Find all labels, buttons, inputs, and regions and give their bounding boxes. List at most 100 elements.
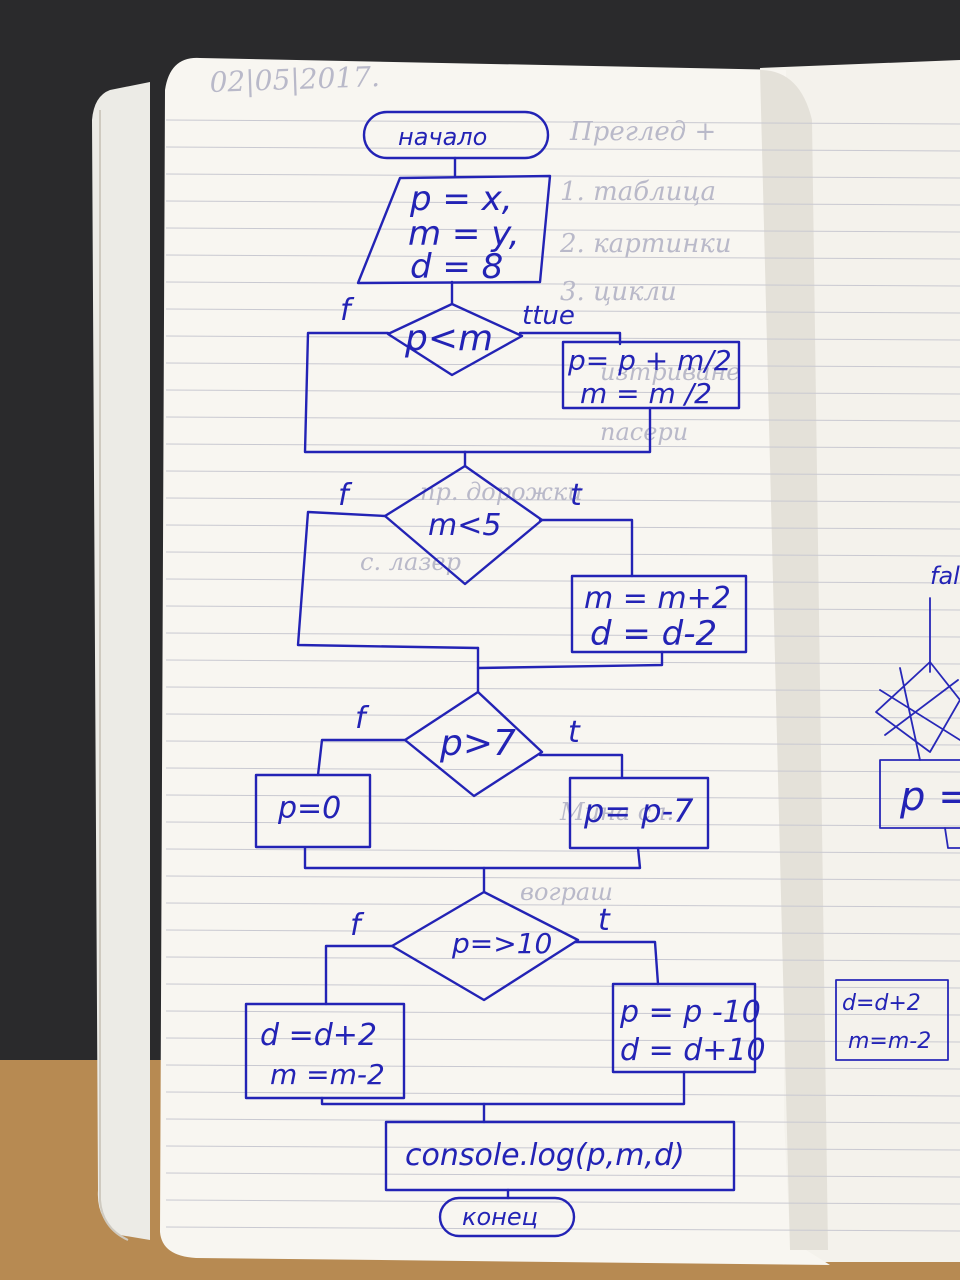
svg-text:пасери: пасери [600,418,688,446]
decision4-true-action-line-1: p = p -10 [619,995,761,1030]
fragment-action-line-1: d=d+2 [842,991,921,1016]
fragment-action-line-2: m=m-2 [848,1029,931,1054]
decision1-condition: p<m [404,318,493,359]
fragment-box-text: p = [899,774,960,820]
svg-text:изтриване: изтриване [600,358,740,386]
decision3-diamond [403,690,544,798]
ruled-line [165,1010,960,1016]
svg-text:3. цикли: 3. цикли [560,277,677,307]
decision2-action-line-1: m = m+2 [584,581,731,616]
ruled-line [165,524,960,530]
decision3-false-action: p=0 [277,791,341,826]
decision4-condition: p=>10 [451,927,552,960]
ruled-line [165,821,960,827]
end-terminator [438,1196,576,1238]
ruled-line [165,578,960,584]
ruled-line [165,470,960,476]
ruled-line [165,497,960,503]
svg-text:02|05|2017.: 02|05|2017. [209,60,380,99]
decision4-true-label: t [598,903,611,938]
decision2-action-line-2: d = d-2 [590,614,717,654]
svg-text:2. картинки: 2. картинки [559,229,732,259]
notebook-edge [99,110,129,1241]
ruled-line [165,146,960,152]
decision1-true-box [561,340,741,410]
svg-text:Мина сл.: Мина сл. [559,798,674,826]
ruled-line [165,659,960,665]
ruled-line [165,713,960,719]
flowchart-text: начало p = x, m = y, d = 8 f ttue p<m p=… [260,123,766,1231]
ruled-line [165,1091,960,1097]
ruled-line [165,308,960,314]
ruled-line [165,227,960,233]
ruled-lines [165,119,960,1232]
ruled-line [165,551,960,557]
ruled-line [165,254,960,260]
ruled-line [165,902,960,908]
decision3-false-box [254,773,372,849]
svg-text:вограш: вограш [520,878,613,906]
decision4-false-action-line-2: m =m-2 [270,1058,385,1091]
ruled-line [165,1199,960,1205]
decision4-false-action-line-1: d =d+2 [260,1018,377,1053]
ruled-line [165,416,960,422]
ruled-line [165,1226,960,1232]
right-page-fragment: fal p = d=d+2 m=m-2 [835,562,960,1061]
ruled-line [165,794,960,800]
decision1-action-line-2: m = m /2 [580,377,712,410]
input-parallelogram [356,174,552,285]
input-line-1: p = x, [409,179,513,219]
decision2-diamond [383,464,544,586]
fragment-label: fal [930,562,960,590]
decision1-true-label: ttue [522,301,575,331]
decision2-true-box [570,574,748,654]
ruled-line [165,605,960,611]
ruled-line [165,335,960,341]
ruled-line [165,875,960,881]
ruled-line [165,1172,960,1178]
page-gutter [760,70,828,1250]
start-label: начало [398,123,487,151]
decision3-true-box [568,776,710,850]
svg-text:1. таблица: 1. таблица [560,177,716,207]
output-box [384,1120,736,1192]
decision4-diamond [390,890,580,1002]
decision3-true-action: p= p-7 [583,792,694,830]
ruled-line [165,740,960,746]
ruled-line [165,119,960,125]
ruled-line [165,956,960,962]
output-label: console.log(p,m,d) [405,1138,685,1173]
ruled-line [165,1037,960,1043]
decision4-true-box [611,982,757,1074]
ruled-line [165,767,960,773]
ruled-line [165,200,960,206]
svg-text:с. лазер: с. лазер [360,548,461,576]
input-line-2: m = y, [408,214,520,254]
notebook-back-pages [92,82,150,1240]
decision3-true-label: t [568,715,581,750]
ruled-line [165,686,960,692]
ruled-line [165,443,960,449]
decision2-true-label: t [570,478,583,513]
ruled-line [165,281,960,287]
ruled-line [165,848,960,854]
decision4-true-action-line-2: d = d+10 [620,1033,766,1068]
ruled-line [165,1145,960,1151]
decision1-diamond [386,302,524,377]
ruled-line [165,983,960,989]
decision2-condition: m<5 [428,508,501,543]
end-label: конец [462,1203,538,1231]
ruled-line [165,173,960,179]
show-through-text: 02|05|2017. Преглед + 1. таблица 2. карт… [209,60,740,906]
decision3-condition: p>7 [439,723,516,764]
connectors [296,156,686,1200]
decision4-false-box [244,1002,406,1100]
input-line-3: d = 8 [410,247,503,287]
ruled-line [165,1064,960,1070]
decision1-action-line-1: p= p + m/2 [567,344,732,377]
flowchart-shapes [244,110,757,1238]
start-terminator [362,110,550,160]
svg-text:Преглед +: Преглед + [569,117,716,147]
